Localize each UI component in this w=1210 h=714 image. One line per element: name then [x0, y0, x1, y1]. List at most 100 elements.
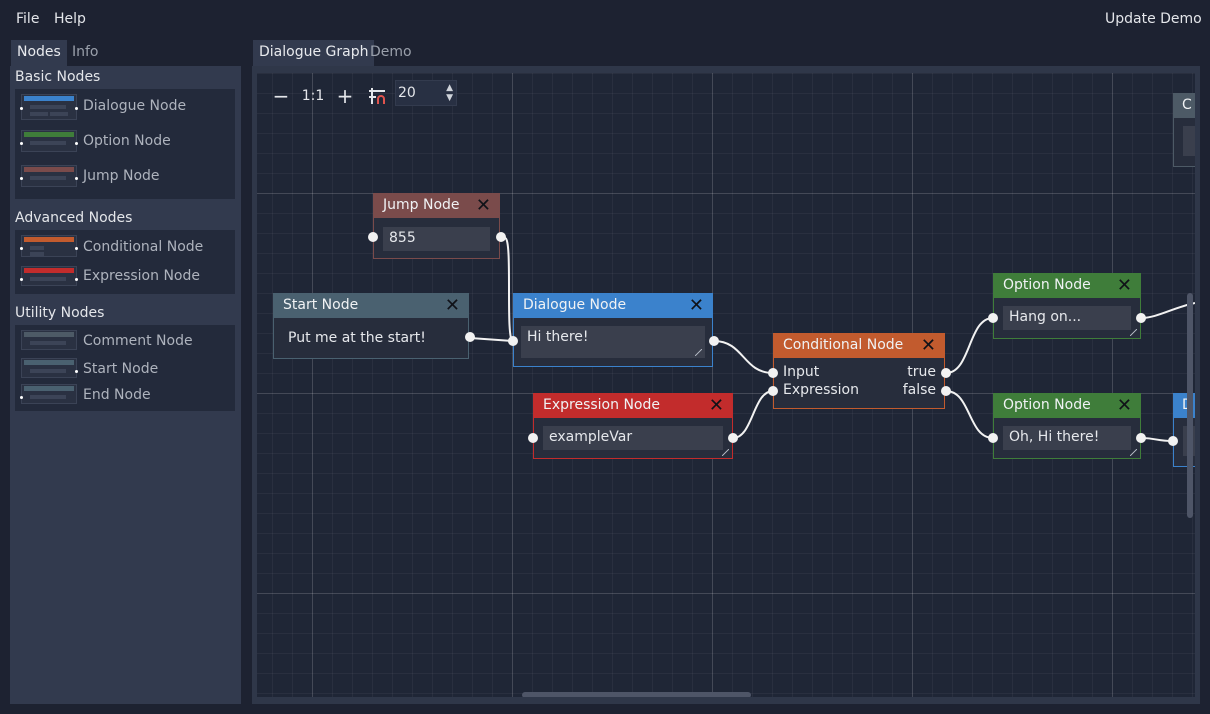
- expression-node[interactable]: Expression Node ✕ exampleVar: [533, 393, 733, 459]
- conditional-false-port[interactable]: [941, 386, 951, 396]
- start-node-text: Put me at the start!: [288, 330, 426, 346]
- close-icon[interactable]: ✕: [475, 195, 491, 216]
- palette-item-conditional-node[interactable]: Conditional Node: [15, 230, 235, 262]
- jump-node-input-port[interactable]: [368, 232, 378, 242]
- palette-item-label: Comment Node: [83, 333, 193, 349]
- horizontal-scrollbar[interactable]: [522, 692, 751, 697]
- expression-field[interactable]: exampleVar: [543, 426, 723, 450]
- palette-item-label: Conditional Node: [83, 239, 204, 255]
- jump-node[interactable]: Jump Node ✕ 855: [373, 193, 500, 259]
- start-node-output-port[interactable]: [465, 332, 475, 342]
- close-icon[interactable]: ✕: [1116, 395, 1132, 416]
- jump-node-output-port[interactable]: [496, 232, 506, 242]
- resize-handle[interactable]: [1130, 329, 1137, 336]
- option-node[interactable]: Option Node ✕ Oh, Hi there!: [993, 393, 1141, 459]
- graph-canvas[interactable]: − 1:1 + 20 ▲▼: [257, 73, 1195, 697]
- field-value: Oh, Hi there!: [1009, 429, 1100, 445]
- resize-handle[interactable]: [1130, 449, 1137, 456]
- node-header[interactable]: Dialogue Node ✕: [514, 294, 712, 318]
- palette-item-start-node[interactable]: Start Node: [15, 355, 235, 381]
- option-node-output-port[interactable]: [1136, 313, 1146, 323]
- conditional-node[interactable]: Conditional Node ✕ Input Expression true…: [773, 333, 945, 409]
- node-title: C: [1182, 97, 1192, 113]
- false-label: false: [902, 382, 936, 398]
- dialogue-node-input-port[interactable]: [1168, 436, 1178, 446]
- comment-field[interactable]: [1183, 126, 1195, 156]
- expression-node-input-port[interactable]: [528, 433, 538, 443]
- end-node-thumbnail: [20, 384, 77, 404]
- zoom-out-button[interactable]: −: [272, 84, 290, 108]
- node-header[interactable]: Start Node ✕: [274, 294, 468, 318]
- snap-distance-input[interactable]: 20 ▲▼: [395, 80, 457, 106]
- option-node-input-port[interactable]: [988, 433, 998, 443]
- option-text-field[interactable]: Oh, Hi there!: [1003, 426, 1131, 450]
- field-value: Hi there!: [527, 329, 589, 345]
- expression-node-output-port[interactable]: [728, 433, 738, 443]
- utility-nodes-title: Utility Nodes: [15, 305, 105, 321]
- update-demo-button[interactable]: Update Demo: [1105, 11, 1202, 27]
- comment-node-thumbnail: [21, 330, 77, 350]
- advanced-nodes-title: Advanced Nodes: [15, 210, 133, 226]
- jump-key-field[interactable]: 855: [383, 227, 490, 251]
- node-header[interactable]: Expression Node ✕: [534, 394, 732, 418]
- close-icon[interactable]: ✕: [688, 295, 704, 316]
- tab-info[interactable]: Info: [72, 44, 99, 60]
- option-node-thumbnail: [20, 130, 78, 152]
- utility-nodes-list: Comment Node Start Node End Node: [15, 325, 235, 411]
- dialogue-text-field[interactable]: Hi there!: [521, 326, 705, 358]
- tab-dialogue-graph[interactable]: Dialogue Graph: [253, 40, 375, 66]
- spin-arrows-icon[interactable]: ▲▼: [446, 83, 453, 103]
- conditional-node-thumbnail: [20, 235, 78, 257]
- node-title: Option Node: [1003, 397, 1091, 413]
- palette-item-jump-node[interactable]: Jump Node: [15, 161, 235, 195]
- palette-item-expression-node[interactable]: Expression Node: [15, 263, 235, 293]
- conditional-true-port[interactable]: [941, 368, 951, 378]
- node-header[interactable]: Option Node ✕: [994, 274, 1140, 298]
- field-value: 855: [389, 230, 416, 246]
- start-node[interactable]: Start Node ✕ Put me at the start!: [273, 293, 469, 359]
- close-icon[interactable]: ✕: [708, 395, 724, 416]
- palette-item-dialogue-node[interactable]: Dialogue Node: [15, 89, 235, 125]
- palette-item-label: Expression Node: [83, 268, 200, 284]
- palette-item-end-node[interactable]: End Node: [15, 381, 235, 407]
- file-menu[interactable]: File: [16, 11, 40, 27]
- palette-item-label: Option Node: [83, 133, 171, 149]
- tab-nodes[interactable]: Nodes: [11, 40, 67, 66]
- close-icon[interactable]: ✕: [1116, 275, 1132, 296]
- dialogue-node[interactable]: Dialogue Node ✕ Hi there!: [513, 293, 713, 367]
- node-header[interactable]: Option Node ✕: [994, 394, 1140, 418]
- basic-nodes-list: Dialogue Node Option Node Jump Node: [15, 89, 235, 199]
- help-menu[interactable]: Help: [54, 11, 86, 27]
- option-node-output-port[interactable]: [1136, 433, 1146, 443]
- option-node-input-port[interactable]: [988, 313, 998, 323]
- conditional-expression-port[interactable]: [768, 386, 778, 396]
- dialogue-node-output-port[interactable]: [709, 336, 719, 346]
- palette-item-label: End Node: [83, 387, 151, 403]
- true-label: true: [907, 364, 936, 380]
- basic-nodes-title: Basic Nodes: [15, 69, 101, 85]
- resize-handle[interactable]: [695, 349, 702, 356]
- resize-handle[interactable]: [722, 449, 729, 456]
- option-node[interactable]: Option Node ✕ Hang on...: [993, 273, 1141, 339]
- expression-node-thumbnail: [20, 266, 78, 286]
- node-header[interactable]: Jump Node ✕: [374, 194, 499, 218]
- close-icon[interactable]: ✕: [920, 335, 936, 356]
- tab-demo[interactable]: Demo: [370, 44, 412, 60]
- field-value: Hang on...: [1009, 309, 1082, 325]
- node-header[interactable]: C: [1174, 94, 1195, 118]
- palette-item-comment-node[interactable]: Comment Node: [15, 325, 235, 355]
- conditional-input-port[interactable]: [768, 368, 778, 378]
- snap-toggle-icon[interactable]: [364, 83, 390, 109]
- expression-label: Expression: [783, 382, 859, 398]
- dialogue-node-input-port[interactable]: [508, 336, 518, 346]
- palette-item-label: Jump Node: [83, 168, 160, 184]
- zoom-in-button[interactable]: +: [336, 84, 354, 108]
- option-text-field[interactable]: Hang on...: [1003, 306, 1131, 330]
- close-icon[interactable]: ✕: [444, 295, 460, 316]
- comment-node-partial[interactable]: C: [1173, 93, 1195, 167]
- vertical-scrollbar[interactable]: [1187, 293, 1193, 518]
- zoom-reset-button[interactable]: 1:1: [301, 88, 325, 104]
- connection-wires: [469, 237, 1195, 442]
- node-header[interactable]: Conditional Node ✕: [774, 334, 944, 358]
- palette-item-option-node[interactable]: Option Node: [15, 126, 235, 160]
